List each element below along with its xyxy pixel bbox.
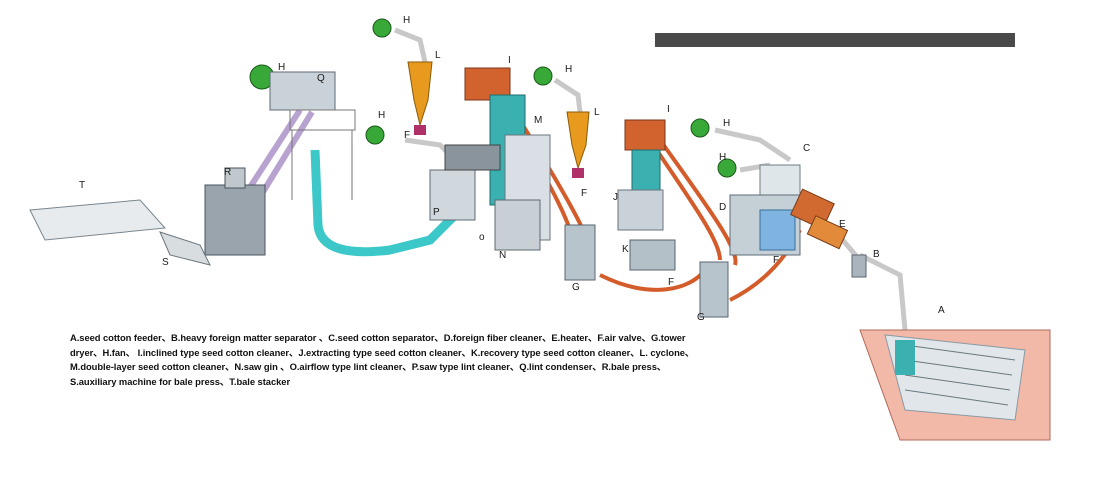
legend-line: M.double-layer seed cotton cleaner、N.saw… (70, 361, 667, 373)
label-f-3: F (581, 188, 587, 199)
label-j: J (613, 192, 618, 203)
component-legend: A.seed cotton feeder、B.heavy foreign mat… (70, 331, 760, 389)
lint-condenser (269, 71, 356, 200)
redaction-bar (655, 33, 1015, 47)
label-h-2: H (378, 110, 385, 121)
label-i-2: I (667, 104, 670, 115)
label-g-2: G (697, 312, 705, 323)
label-h-6: H (278, 62, 285, 73)
label-e: E (839, 219, 846, 230)
label-a: A (938, 305, 945, 316)
legend-line: A.seed cotton feeder、B.heavy foreign mat… (70, 332, 686, 343)
label-g-1: G (572, 282, 580, 293)
grey-ducts (394, 27, 908, 331)
label-p: P (433, 207, 440, 218)
cleaner-group-1 (429, 67, 551, 251)
fans (249, 18, 737, 178)
separator-cleaner-heater (729, 164, 849, 256)
purple-chutes (242, 108, 315, 202)
label-f-4: F (404, 130, 410, 141)
label-d: D (719, 202, 726, 213)
label-n: N (499, 250, 506, 261)
cyan-duct (310, 149, 474, 257)
label-h-5: H (719, 152, 726, 163)
label-s: S (162, 257, 169, 268)
label-m: M (534, 115, 542, 126)
cyclones (407, 61, 590, 178)
cleaner-group-2 (617, 119, 676, 271)
heavy-separator (851, 254, 867, 278)
label-k: K (622, 244, 629, 255)
seed-cotton-feeder (859, 329, 1051, 441)
label-l-2: L (594, 107, 600, 118)
label-h-1: H (403, 15, 410, 26)
label-q: Q (317, 73, 325, 84)
component-labels: A B C D E F F F F G G H H H H H H I I J … (79, 15, 945, 323)
label-l-1: L (435, 50, 441, 61)
label-o: o (479, 232, 485, 243)
label-h-3: H (565, 64, 572, 75)
label-f-1: F (773, 255, 779, 266)
label-c: C (803, 143, 810, 154)
legend-line: dryer、H.fan、 I.inclined type seed cotton… (70, 346, 695, 358)
label-t: T (79, 180, 85, 191)
label-b: B (873, 249, 880, 260)
legend-line: S.auxiliary machine for bale press、T.bal… (70, 375, 291, 387)
label-h-4: H (723, 118, 730, 129)
tower-dryers (564, 224, 729, 318)
bale-press-area (29, 167, 266, 266)
label-f-2: F (668, 277, 674, 288)
label-r: R (224, 167, 231, 178)
label-i-1: I (508, 55, 511, 66)
